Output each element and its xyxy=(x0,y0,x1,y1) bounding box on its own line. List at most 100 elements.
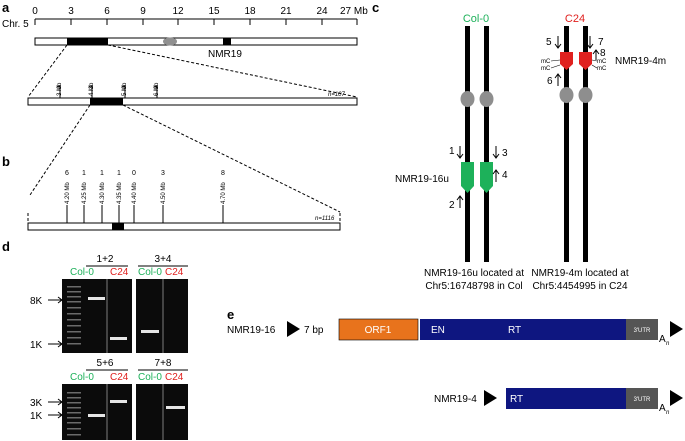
ladder-bottom xyxy=(67,392,81,436)
bp-label: 7 bp xyxy=(304,325,324,336)
fine-pos: 4.30 Mb xyxy=(100,182,106,204)
gel-col-label: Col-0 xyxy=(70,267,94,278)
zoom-count: 3 xyxy=(89,85,95,89)
fine-count: 1 xyxy=(117,170,121,177)
caption-c24-line2: Chr5:4454995 in C24 xyxy=(532,281,628,292)
scale-tick-label: 24 xyxy=(316,6,328,17)
utr-label: 3'UTR xyxy=(634,328,651,334)
insert-16u-left xyxy=(461,162,474,193)
zoom-pos: 5 Mb xyxy=(122,82,128,96)
rt-label: RT xyxy=(508,325,521,336)
panel-e-label: e xyxy=(227,307,234,322)
methyl-mark: mC xyxy=(541,66,551,72)
panel-a-label: a xyxy=(2,0,10,15)
col-centromere-1 xyxy=(460,91,475,107)
gel-top-right xyxy=(136,279,188,353)
gel-c24-label: C24 xyxy=(165,267,184,278)
fine-count: 8 xyxy=(221,170,225,177)
gel-c24-label: C24 xyxy=(110,267,129,278)
gel-col-label: Col-0 xyxy=(70,372,94,383)
zoom-line xyxy=(27,44,68,98)
zoom-line xyxy=(122,104,341,213)
band-c24-1-2 xyxy=(110,337,127,340)
caption-col-line2: Chr5:16748798 in Col xyxy=(425,281,522,292)
n-count-b: n=1116 xyxy=(315,216,335,222)
orf1-label: ORF1 xyxy=(365,325,392,336)
gel-col-label: Col-0 xyxy=(138,267,162,278)
fine-pos: 4.40 Mb xyxy=(132,182,138,204)
primer-2: 2 xyxy=(449,200,455,211)
tsd-right-arrow xyxy=(670,321,683,337)
scale-tick-label: 15 xyxy=(208,6,220,17)
primer-5: 5 xyxy=(546,37,552,48)
col-chromatid-1 xyxy=(465,26,470,262)
fine-pos: 4.20 Mb xyxy=(65,182,71,204)
scale-ticks xyxy=(34,19,358,25)
c24-chromatid-2 xyxy=(583,26,588,262)
primer-8: 8 xyxy=(600,48,606,59)
fine-count: 0 xyxy=(132,170,136,177)
insert-16u-right xyxy=(480,162,493,193)
methyl-mark: mC xyxy=(541,59,551,65)
lane-label-3-4: 3+4 xyxy=(155,254,172,265)
n-count-a: n=107 xyxy=(328,92,346,98)
utr-box xyxy=(626,388,658,409)
scale-tick-label: 6 xyxy=(104,6,110,17)
fine-pos: 4.25 Mb xyxy=(82,182,88,204)
primer-arrows-c24 xyxy=(554,36,600,86)
zoom-count: 0 xyxy=(122,85,128,89)
lane-label-5-6: 5+6 xyxy=(97,358,114,369)
tsd-left-arrow xyxy=(287,321,300,337)
marker-1k-bottom: 1K xyxy=(30,411,43,422)
zoom-count: 9 xyxy=(154,85,160,89)
marker-8k: 8K xyxy=(30,296,43,307)
gel-top-left xyxy=(62,279,132,353)
polya-tail: A xyxy=(659,403,666,414)
insert-4m-label: NMR19-4m xyxy=(615,56,666,67)
ladder-top xyxy=(67,286,81,345)
band-col-5-6 xyxy=(88,414,105,417)
insert-4m-left xyxy=(560,52,573,70)
col-centromere-2 xyxy=(479,91,494,107)
element-4-label: NMR19-4 xyxy=(434,394,477,405)
zoom-line xyxy=(107,44,358,98)
scale-tick-label: 18 xyxy=(244,6,256,17)
polya-tail-n: n xyxy=(666,341,670,347)
zoom-pos: 4 Mb xyxy=(89,82,95,96)
fine-map-bar xyxy=(27,222,341,231)
rt-label: RT xyxy=(510,394,523,405)
chromosome-bar xyxy=(34,37,358,46)
caption-c24-line1: NMR19-4m located at xyxy=(531,268,628,279)
gel-col-label: Col-0 xyxy=(138,372,162,383)
gel-c24-label: C24 xyxy=(110,372,129,383)
zoom-count: 0 xyxy=(57,85,63,89)
fine-count: 1 xyxy=(82,170,86,177)
marker-arrows-top xyxy=(48,296,63,348)
scale-tick-label: 3 xyxy=(68,6,74,17)
marker-3k: 3K xyxy=(30,398,43,409)
gel-c24-label: C24 xyxy=(165,372,184,383)
rt-box xyxy=(506,388,626,409)
col-0-label: Col-0 xyxy=(463,13,489,25)
polya-tail: A xyxy=(659,334,666,345)
band-c24-7-8 xyxy=(166,406,185,409)
c24-centromere-1 xyxy=(559,87,574,103)
gel-bottom-right xyxy=(136,384,188,440)
c24-chromatid-1 xyxy=(564,26,569,262)
fine-pos: 4.50 Mb xyxy=(161,182,167,204)
band-c24-5-6 xyxy=(110,400,127,403)
methyl-mark: mC xyxy=(597,59,607,65)
methyl-ticks xyxy=(550,59,598,69)
c24-centromere-2 xyxy=(578,87,593,103)
primer-1: 1 xyxy=(449,146,455,157)
panel-d-label: d xyxy=(2,239,10,254)
zoom-markers xyxy=(59,85,158,98)
utr-label: 3'UTR xyxy=(634,397,651,403)
fine-count: 6 xyxy=(65,170,69,177)
scale-tick-labels: 0 3 6 9 12 15 18 21 24 27 Mb xyxy=(32,6,368,17)
primer-3: 3 xyxy=(502,148,508,159)
en-label: EN xyxy=(431,325,445,336)
scale-tick-label: 0 xyxy=(32,6,38,17)
zoom-bar xyxy=(27,97,358,106)
